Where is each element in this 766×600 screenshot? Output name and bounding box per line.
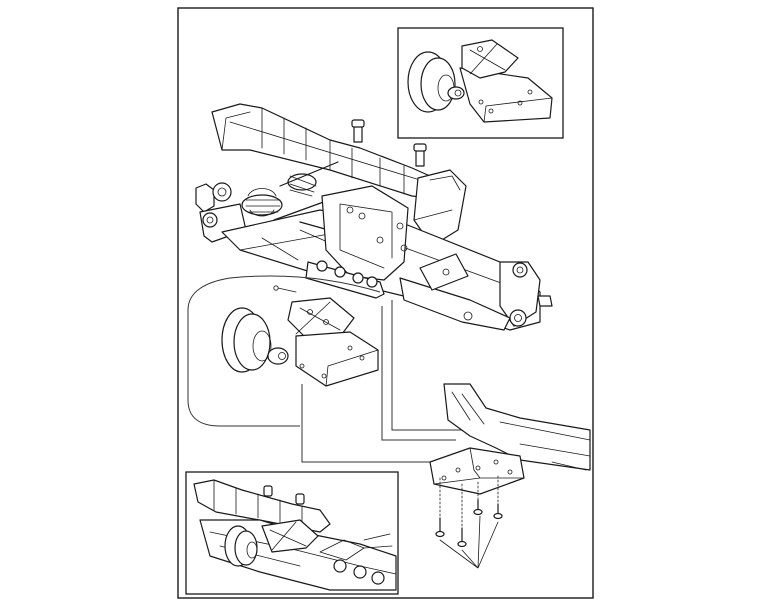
chassis-assembly xyxy=(195,103,553,331)
bottom-left-assembled-inset xyxy=(185,471,399,595)
screw-set xyxy=(435,499,503,569)
wheel-arm-callout xyxy=(187,275,381,427)
screw-4 xyxy=(493,503,503,520)
skid-plate-detail xyxy=(301,300,591,527)
screw-2 xyxy=(457,527,467,548)
front-bumper-detail-inset xyxy=(397,27,564,139)
screw-1 xyxy=(435,517,445,538)
screw-3 xyxy=(473,499,483,516)
